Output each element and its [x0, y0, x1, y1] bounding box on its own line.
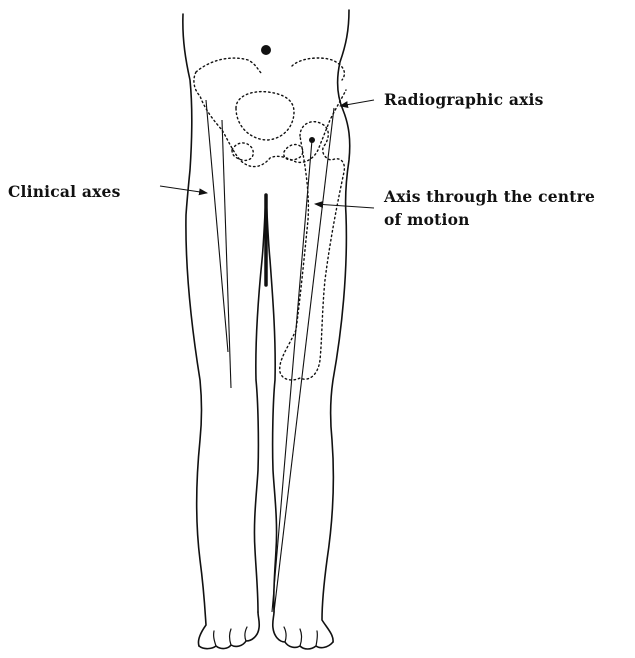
body-outline-left — [183, 14, 206, 646]
radiographic-axis-label: Radiographic axis — [384, 89, 544, 110]
clinical-axes-label: Clinical axes — [8, 181, 121, 202]
left-obturator — [232, 143, 253, 160]
clinical-axes-arrow — [160, 186, 207, 193]
clinical-axis-line-2 — [222, 120, 231, 388]
centre-motion-axis-label-line1: Axis through the centre — [384, 186, 595, 207]
radiographic-axis-arrow — [340, 100, 374, 106]
left-toe-lines — [214, 627, 247, 646]
centre-motion-axis-arrow — [315, 204, 374, 208]
left-foot — [199, 612, 259, 649]
pelvis-outline — [194, 58, 346, 167]
navel-dot — [261, 45, 271, 55]
centre-motion-axis-label-line2: of motion — [384, 209, 470, 230]
radiographic-axis-line — [274, 108, 334, 612]
right-foot — [273, 612, 333, 649]
pelvis-inlet — [236, 92, 294, 140]
femur-outline — [280, 122, 345, 380]
right-toe-lines — [284, 627, 317, 646]
centre-motion-axis-line — [272, 140, 312, 612]
clinical-axis-line-1 — [206, 100, 228, 352]
